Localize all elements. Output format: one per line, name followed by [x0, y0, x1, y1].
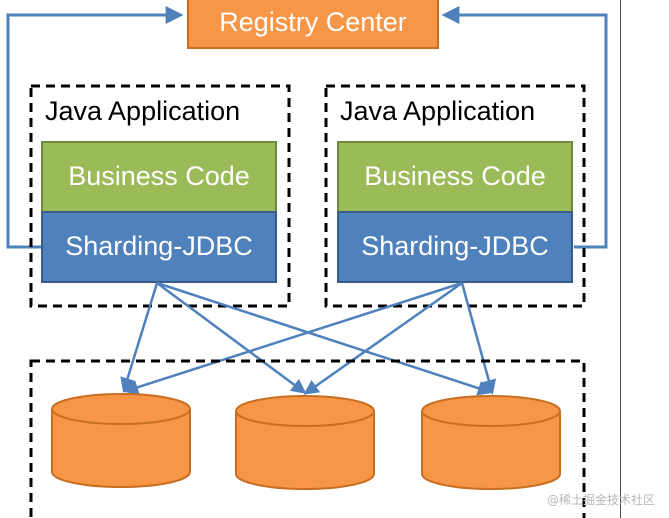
arrow-left-to-db3: [156, 281, 493, 396]
registry-center-label: Registry Center: [219, 7, 407, 37]
database-cylinder-2: [235, 395, 375, 490]
java-application-title: Java Application: [45, 96, 240, 126]
business-code-box: [41, 141, 277, 213]
sharding-jdbc-label: Sharding-JDBC: [361, 231, 549, 261]
arrow-left-to-db1: [120, 282, 159, 393]
right-border-line: [620, 0, 621, 518]
registry-center-box: Registry Center: [187, 0, 439, 49]
sharding-jdbc-label: Sharding-JDBC: [65, 231, 253, 261]
sharding-jdbc-box: [41, 211, 277, 283]
database-cylinder-3: [421, 395, 561, 490]
java-application-left: Java Application Business Code Sharding-…: [29, 84, 291, 308]
connection-arrows: [120, 281, 497, 396]
java-application-title: Java Application: [340, 96, 535, 126]
arrow-right-to-db1: [123, 281, 463, 395]
business-code-label: Business Code: [68, 161, 250, 191]
business-code-label: Business Code: [364, 161, 546, 191]
registry-connector-left: [6, 6, 184, 249]
arrow-left-to-db2: [156, 281, 307, 394]
watermark-text: @稀土掘金技术社区: [546, 493, 655, 507]
arrow-right-to-db3: [460, 282, 497, 395]
database-cluster-container: [29, 359, 586, 518]
registry-connector-right: [441, 6, 608, 249]
arrow-right-to-db2: [303, 281, 463, 395]
java-application-right: Java Application Business Code Sharding-…: [324, 84, 586, 308]
database-cylinder-1: [51, 393, 191, 488]
sharding-jdbc-box: [337, 211, 573, 283]
